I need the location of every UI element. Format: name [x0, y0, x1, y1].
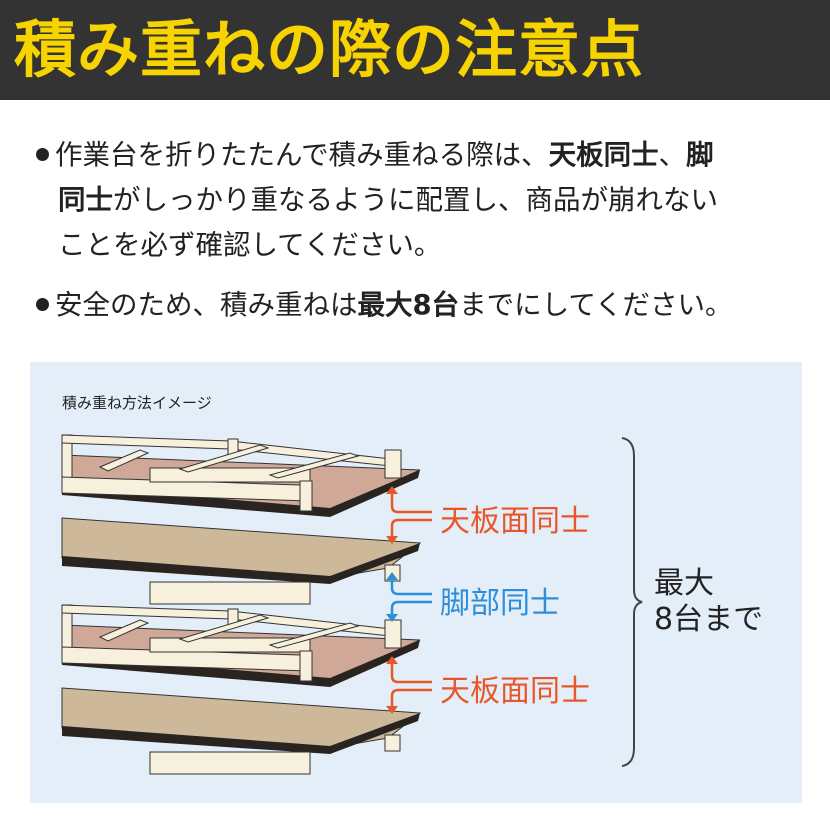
table-inverted-2 — [61, 604, 421, 688]
note-2: 安全のため、積み重ねは最大8台までにしてください。 — [36, 283, 733, 328]
bold-text: 最大8台 — [357, 289, 460, 321]
table-inverted-1 — [61, 434, 421, 518]
page-title: 積み重ねの際の注意点 — [14, 13, 645, 86]
label-top-surfaces-2: 天板面同士 — [440, 674, 590, 709]
bracket-icon — [621, 437, 643, 767]
bold-text: 天板同士 — [548, 139, 659, 171]
text: がしっかり重なるように配置し、商品が崩れない — [113, 184, 718, 216]
bullet-icon — [36, 148, 49, 161]
text: 作業台を折りたたんで積み重ねる際は、 — [55, 139, 549, 171]
table-flat-2 — [61, 687, 421, 775]
note-1-line-2: 同士がしっかり重なるように配置し、商品が崩れない — [36, 178, 718, 223]
max-line-1: 最大 — [654, 566, 714, 601]
note-1-line-1: 作業台を折りたたんで積み重ねる際は、天板同士、脚 — [36, 133, 718, 178]
note-1-line-3: ことを必ず確認してください。 — [36, 223, 718, 268]
max-stack-label: 最大 8台まで — [654, 566, 763, 638]
label-top-surfaces-1: 天板面同士 — [440, 504, 590, 539]
note-1: 作業台を折りたたんで積み重ねる際は、天板同士、脚 同士がしっかり重なるように配置… — [36, 133, 718, 268]
bold-text: 同士 — [58, 184, 113, 216]
table-flat-1 — [61, 517, 421, 605]
bullet-icon — [36, 298, 49, 311]
text: までにしてください。 — [459, 289, 733, 321]
bold-text: 脚 — [686, 139, 714, 171]
diagram-caption: 積み重ね方法イメージ — [62, 394, 212, 412]
text: ことを必ず確認してください。 — [58, 229, 442, 261]
max-line-2: 8台まで — [654, 602, 764, 637]
text: 、 — [658, 139, 687, 171]
text: 安全のため、積み重ねは — [55, 289, 358, 321]
label-legs: 脚部同士 — [440, 586, 560, 621]
header-bar: 積み重ねの際の注意点 — [0, 0, 830, 100]
arrow-heads — [386, 486, 398, 714]
arrow-icons — [390, 492, 432, 708]
